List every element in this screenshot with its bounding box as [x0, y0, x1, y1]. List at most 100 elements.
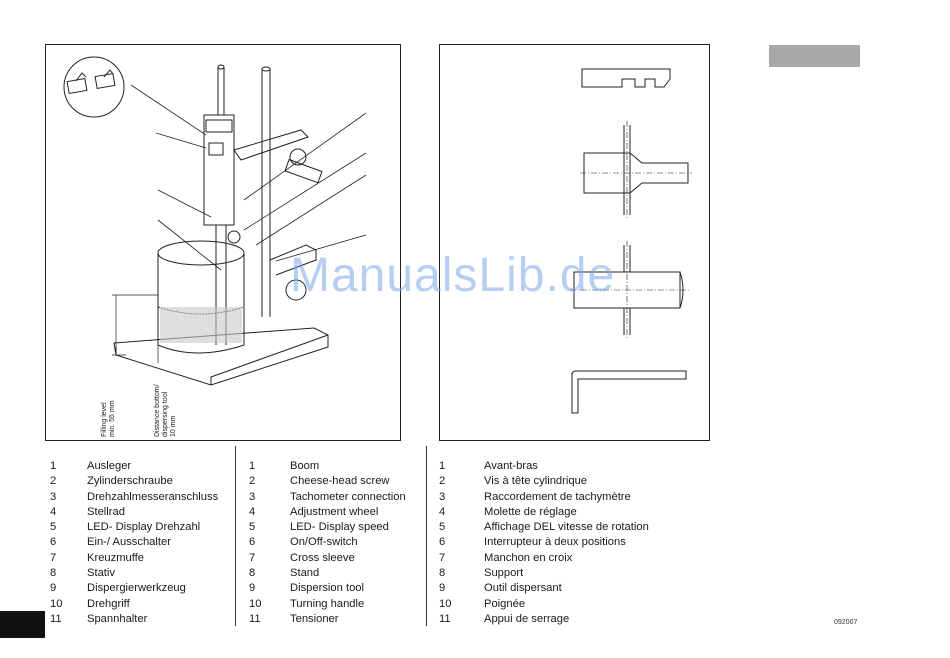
item-number: 11	[439, 612, 451, 625]
item-number: 11	[50, 612, 62, 625]
item-label: Outil dispersant	[484, 582, 562, 595]
stand-rod	[261, 69, 271, 317]
item-number: 6	[249, 536, 256, 549]
item-label: Manchon en croix	[484, 551, 573, 564]
legend-row: 9 Outil dispersant	[439, 581, 649, 596]
item-number: 10	[439, 597, 452, 610]
item-label: Poignée	[484, 597, 526, 610]
document-code: 092007	[834, 619, 858, 626]
motor-body	[203, 114, 235, 226]
beaker	[157, 253, 245, 354]
legend-row: 8 Stand	[249, 566, 406, 581]
tensioner	[269, 244, 317, 276]
legend-row: 11 Spannhalter	[50, 612, 218, 627]
item-number: 9	[50, 582, 57, 595]
item-label: LED- Display Drehzahl	[87, 521, 201, 534]
item-label: Spannhalter	[87, 612, 148, 625]
item-label: Zylinderschraube	[87, 475, 173, 488]
legend-row: 6 On/Off-switch	[249, 535, 406, 550]
annotation-line: min. 55 mm	[109, 400, 116, 437]
section-tab-gray	[769, 45, 860, 67]
item-label: Interrupteur à deux positions	[484, 536, 626, 549]
rotor-part	[581, 68, 671, 88]
annotation-distance: Distance bottom/ dispersing tool 10 mm	[154, 384, 178, 437]
item-label: On/Off-switch	[290, 536, 358, 549]
column-divider	[426, 446, 427, 626]
item-label: Affichage DEL vitesse de rotation	[484, 521, 649, 534]
item-label: Raccordement de tachymètre	[484, 490, 631, 503]
legend-row: 1 Avant-bras	[439, 459, 649, 474]
item-number: 6	[439, 536, 446, 549]
item-label: Avant-bras	[484, 460, 538, 472]
legend-row: 10 Poignée	[439, 597, 649, 612]
annotation-line: 10 mm	[170, 415, 177, 437]
annotation-line: Distance bottom/	[154, 384, 161, 437]
item-label: Tensioner	[290, 612, 339, 625]
item-label: Dispersion tool	[290, 582, 364, 595]
inset-circle	[63, 56, 125, 118]
legend-row: 9 Dispergierwerkzeug	[50, 581, 218, 596]
item-number: 1	[50, 460, 57, 472]
legend-row: 9 Dispersion tool	[249, 581, 406, 596]
tool-parts-illustration	[570, 68, 692, 414]
item-number: 10	[50, 597, 63, 610]
figure-disperser-assembly: Filling level min. 55 mm Distance bottom…	[45, 44, 401, 441]
item-label: Appui de serrage	[484, 612, 570, 625]
legend-row: 8 Stativ	[50, 566, 218, 581]
item-number: 8	[249, 567, 256, 580]
legend-row: 11 Tensioner	[249, 612, 406, 627]
item-label: Dispergierwerkzeug	[87, 582, 186, 595]
legend-row: 4 Adjustment wheel	[249, 505, 406, 520]
item-number: 4	[439, 505, 446, 518]
item-label: Ein-/ Ausschalter	[87, 536, 171, 549]
item-label: Turning handle	[290, 597, 365, 610]
item-label: Tachometer connection	[290, 490, 406, 503]
legend-row: 4 Molette de réglage	[439, 505, 649, 520]
item-number: 9	[439, 582, 446, 595]
item-label: Adjustment wheel	[290, 505, 379, 518]
item-number: 7	[249, 551, 256, 564]
item-number: 4	[50, 505, 57, 518]
column-divider	[235, 446, 236, 626]
disperser-illustration	[63, 56, 367, 386]
page-marker-black	[0, 611, 45, 638]
item-number: 7	[50, 551, 57, 564]
item-number: 2	[249, 475, 256, 488]
item-label: Kreuzmuffe	[87, 551, 145, 564]
boom-arm	[233, 129, 309, 161]
legend-row: 1 Boom	[249, 459, 406, 474]
item-number: 8	[50, 567, 57, 580]
item-number: 11	[249, 612, 261, 625]
item-number: 1	[249, 460, 256, 472]
legend-row: 6 Interrupteur à deux positions	[439, 535, 649, 550]
item-label: Drehzahlmesseranschluss	[87, 490, 219, 503]
coupling-part	[580, 121, 692, 219]
item-label: Stand	[290, 567, 320, 580]
item-number: 5	[50, 521, 57, 534]
item-label: Ausleger	[87, 460, 132, 472]
annotation-line: Filling level	[101, 402, 108, 437]
item-label: Boom	[290, 460, 320, 472]
annotation-filling-level: Filling level min. 55 mm	[101, 400, 117, 437]
hex-key	[571, 370, 687, 414]
item-number: 3	[50, 490, 57, 503]
item-label: Molette de réglage	[484, 505, 577, 518]
annotation-line: dispersing tool	[162, 391, 169, 437]
item-number: 4	[249, 505, 256, 518]
item-label: Stativ	[87, 567, 115, 580]
item-label: Support	[484, 567, 524, 580]
item-number: 1	[439, 460, 446, 472]
item-number: 9	[249, 582, 256, 595]
